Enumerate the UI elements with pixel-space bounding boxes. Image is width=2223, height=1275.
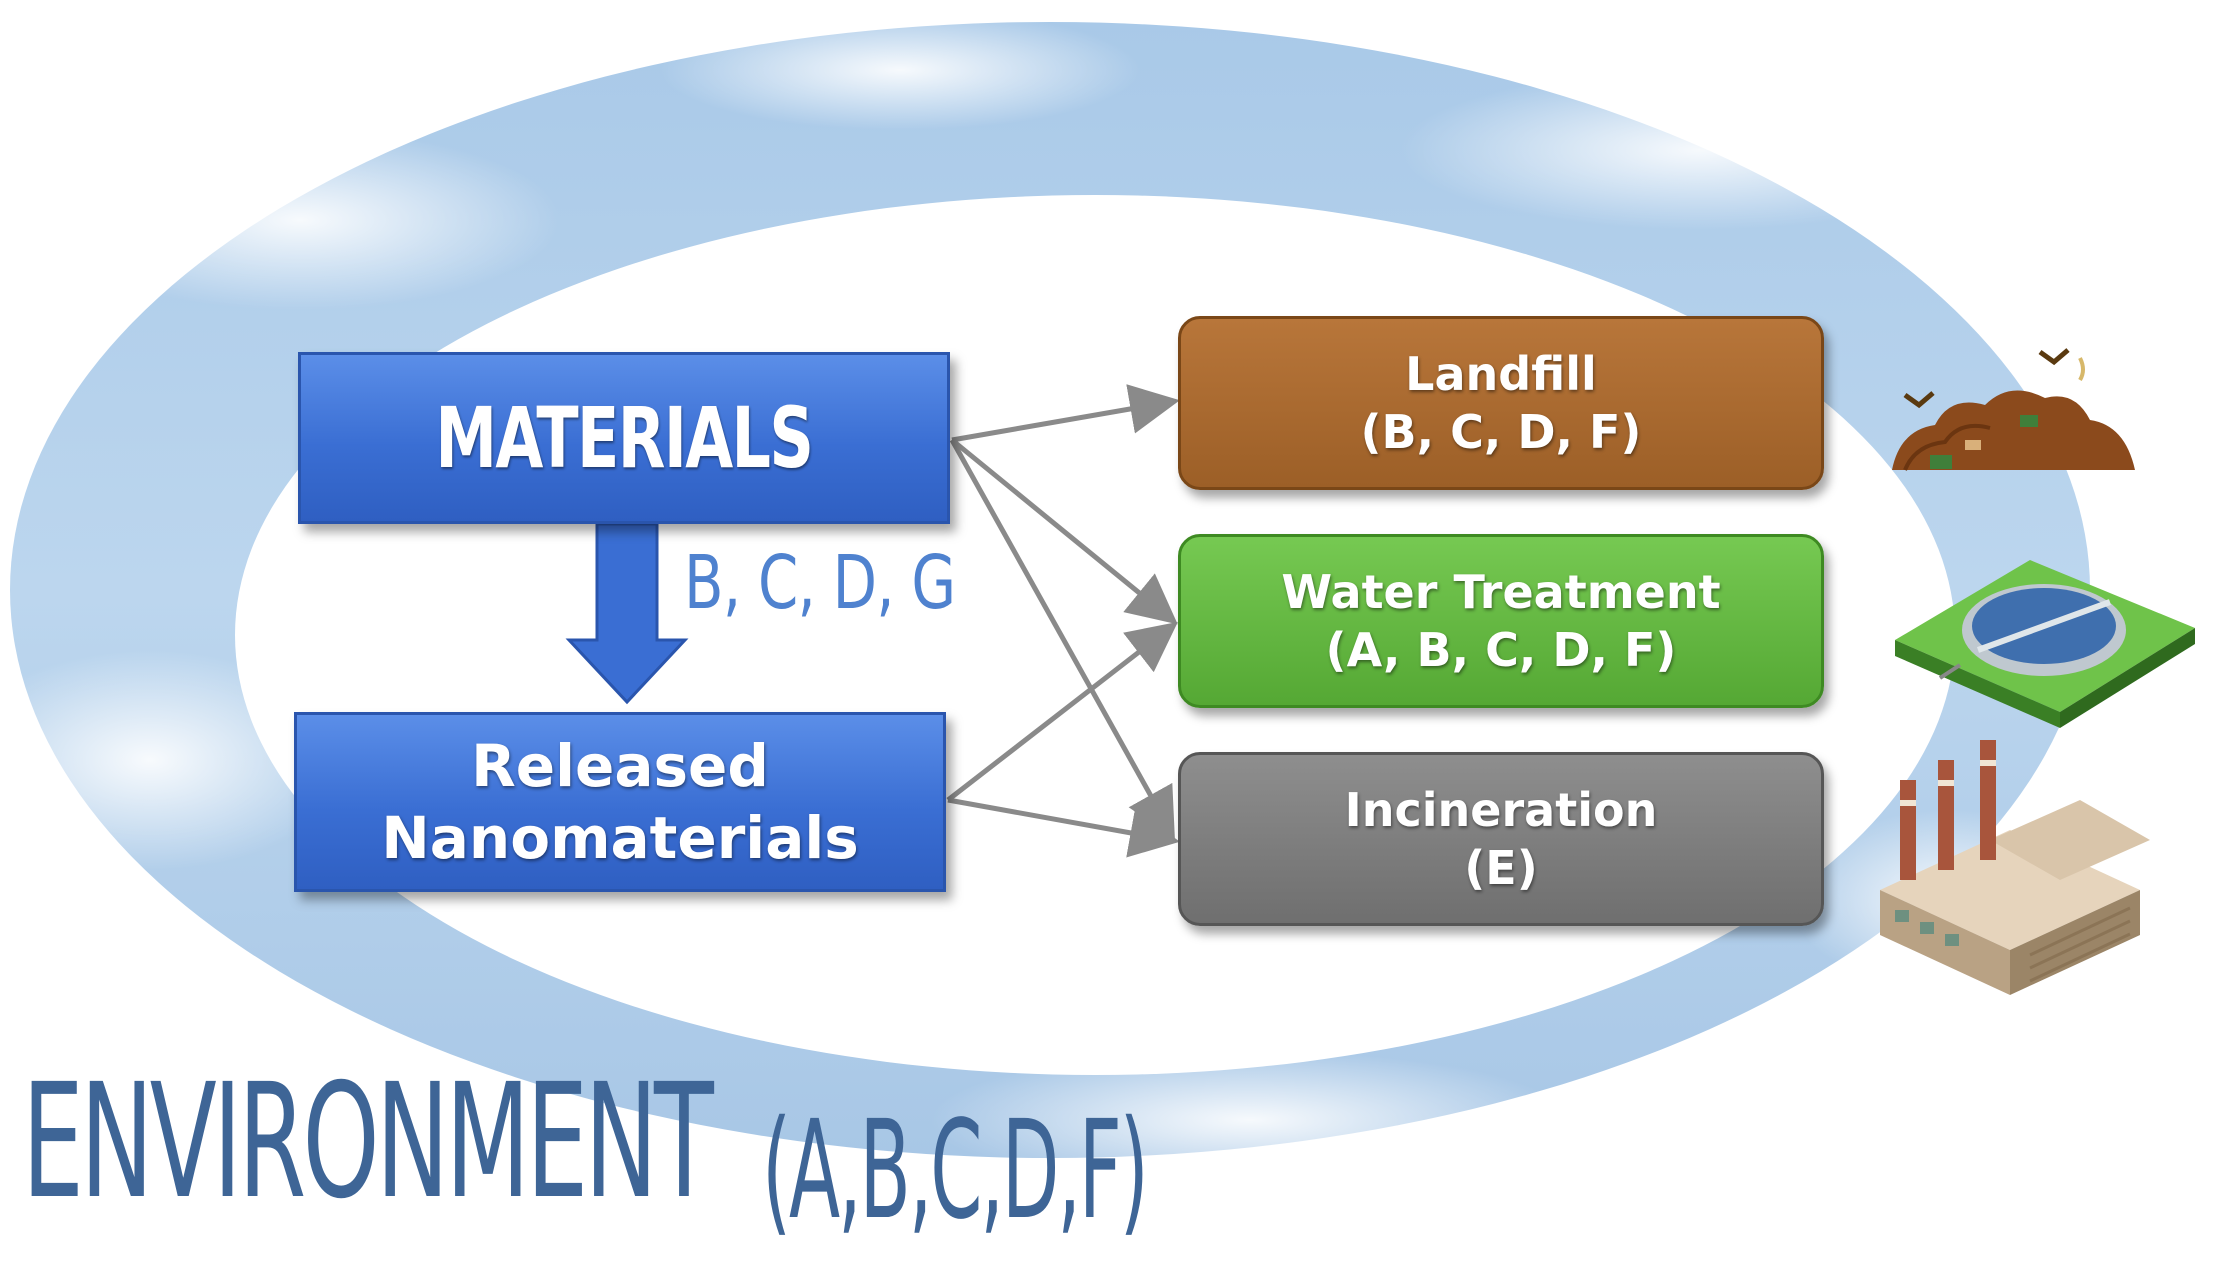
landfill-codes: (B, C, D, F) [1360, 405, 1642, 459]
release-codes: B, C, D, G [684, 540, 956, 626]
arrow-materials-water [950, 438, 1178, 625]
released-nanomaterials-box: Released Nanomaterials [294, 712, 946, 892]
incineration-box: Incineration (E) [1178, 752, 1824, 926]
environment-label: ENVIRONMENT [22, 1050, 714, 1234]
released-line2: Nanomaterials [381, 804, 859, 872]
incineration-label: Incineration [1344, 783, 1658, 837]
factory-icon [1880, 740, 2150, 995]
arrow-materials-landfill [951, 384, 1180, 443]
materials-box: MATERIALS [298, 352, 950, 524]
landfill-icon [1892, 348, 2135, 471]
water-treatment-box: Water Treatment (A, B, C, D, F) [1178, 534, 1824, 708]
arrow-released-incineration [947, 797, 1180, 858]
landfill-label: Landfill [1405, 347, 1597, 401]
water-treatment-codes: (A, B, C, D, F) [1325, 623, 1677, 677]
release-down-arrow [565, 522, 689, 705]
arrow-released-water [946, 621, 1178, 802]
arrow-materials-incineration [949, 438, 1175, 839]
landfill-box: Landfill (B, C, D, F) [1178, 316, 1824, 490]
incineration-codes: (E) [1464, 841, 1538, 895]
water-treatment-label: Water Treatment [1281, 565, 1721, 619]
environment-codes: (A,B,C,D,F) [762, 1092, 1149, 1250]
water-treatment-plant-icon [1895, 560, 2195, 728]
materials-label: MATERIALS [435, 389, 815, 487]
released-line1: Released [471, 732, 769, 800]
